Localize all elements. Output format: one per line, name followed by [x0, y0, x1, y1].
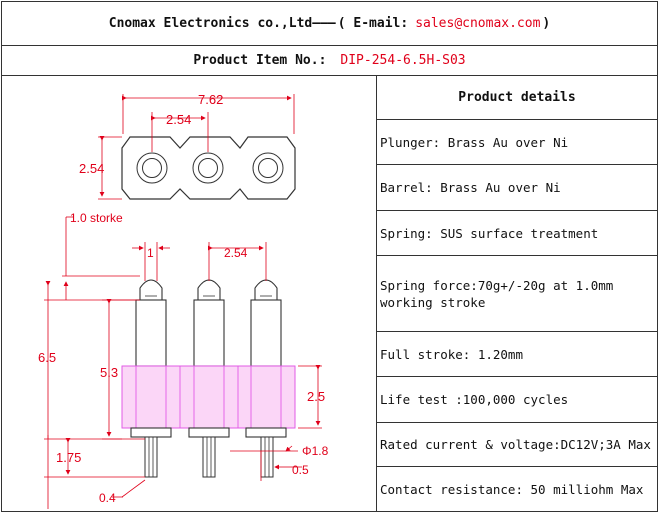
- stroke-label: 1.0 storke: [70, 211, 123, 225]
- top-view: 7.62 2.54 2.54: [79, 92, 296, 200]
- dim-tip-label: 1: [147, 246, 154, 260]
- email-link[interactable]: sales@cnomax.com: [415, 16, 541, 31]
- dim-pitch-top-label: 2.54: [166, 112, 191, 127]
- detail-spring-force: Spring force:70g+/-20g at 1.0mm working …: [377, 256, 657, 332]
- item-row: Product Item No.: DIP-254-6.5H-S03: [2, 46, 657, 76]
- email-close: ): [542, 16, 551, 31]
- dim-diameter-label: Φ1.8: [302, 444, 329, 458]
- detail-life-test: Life test :100,000 cycles: [377, 377, 657, 423]
- dim-pin-label: 0.5: [292, 463, 309, 477]
- detail-full-stroke: Full stroke: 1.20mm: [377, 332, 657, 377]
- item-number: DIP-254-6.5H-S03: [340, 53, 466, 68]
- header-row: Cnomax Electronics co.,Ltd ——— ( E-mail:…: [2, 2, 657, 46]
- item-label: Product Item No.:: [193, 53, 327, 68]
- email-label: ( E-mail:: [337, 16, 409, 31]
- dim-bottom-label: 0.4: [99, 491, 116, 505]
- dim-housing-label: 2.5: [307, 389, 325, 404]
- company-name: Cnomax Electronics co.,Ltd: [108, 16, 313, 31]
- detail-plunger: Plunger: Brass Au over Ni: [377, 120, 657, 165]
- dim-width-label: 7.62: [198, 92, 223, 107]
- side-view: 1.0 storke 1 2.54 6.5 5.3 2.5 1.75 Φ1.8 …: [38, 211, 329, 509]
- technical-drawing: 7.62 2.54 2.54: [38, 92, 329, 509]
- detail-barrel: Barrel: Brass Au over Ni: [377, 165, 657, 211]
- dim-height-label: 2.54: [79, 161, 104, 176]
- dim-barrel-label: 5.3: [100, 365, 118, 380]
- header-dashes: ———: [312, 16, 336, 31]
- detail-rated-current: Rated current & voltage:DC12V;3A Max: [377, 423, 657, 467]
- detail-spring: Spring: SUS surface treatment: [377, 211, 657, 256]
- dim-total-label: 6.5: [38, 350, 56, 365]
- details-panel: Product details Plunger: Brass Au over N…: [377, 76, 657, 511]
- dim-tail-label: 1.75: [56, 450, 81, 465]
- dim-pitch-side-label: 2.54: [224, 246, 248, 260]
- detail-contact-resistance: Contact resistance: 50 milliohm Max: [380, 481, 644, 497]
- drawing-panel: 7.62 2.54 2.54: [2, 76, 377, 511]
- details-title: Product details: [377, 76, 657, 120]
